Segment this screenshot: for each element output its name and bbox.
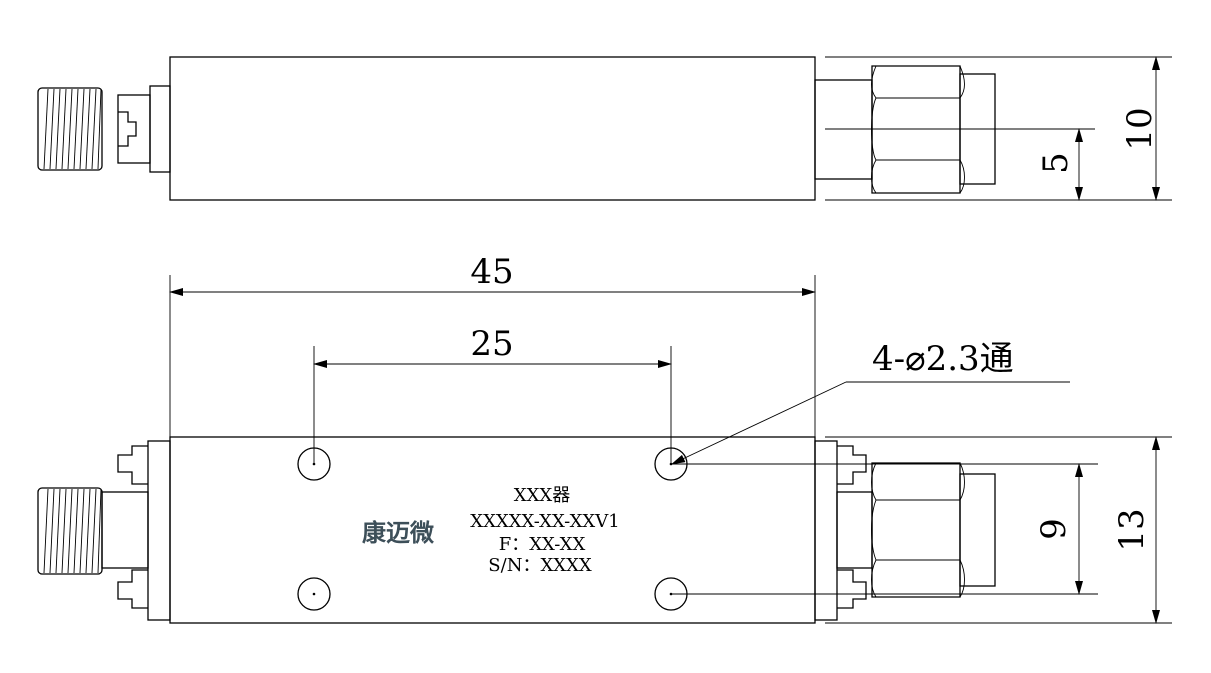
dim-overall-length: 45 <box>470 252 513 292</box>
label-serial: S/N：XXXX <box>488 555 592 576</box>
label-name: XXX器 <box>514 485 570 506</box>
product-label: 康迈微 XXX器 XXXXX-XX-XXV1 F：XX-XX S/N：XXXX <box>362 485 620 576</box>
top-view: 10 5 <box>37 56 1172 201</box>
bottom-left-connector <box>37 440 171 621</box>
dim-hole-spacing: 25 <box>470 324 513 364</box>
top-body <box>169 56 816 201</box>
hole-bottom-left <box>297 577 331 611</box>
label-model: XXXXX-XX-XXV1 <box>470 511 619 532</box>
brand-logo: 康迈微 <box>362 519 434 547</box>
dim-top-height: 10 <box>1120 107 1160 150</box>
dim-top-half: 5 <box>1036 152 1076 174</box>
bottom-view: 45 25 4-⌀2.3通 9 13 康迈微 XXX器 XXXXX-XX-XXV… <box>37 252 1172 624</box>
top-thread-lines <box>43 88 102 170</box>
hole-callout: 4-⌀2.3通 <box>872 339 1014 379</box>
top-left-connector <box>37 85 171 173</box>
top-right-connector <box>814 65 996 194</box>
dim-hole-vertical: 9 <box>1034 518 1074 540</box>
label-frequency: F：XX-XX <box>499 534 586 555</box>
dim-bottom-height: 13 <box>1112 508 1152 551</box>
bottom-right-connector <box>814 440 996 621</box>
